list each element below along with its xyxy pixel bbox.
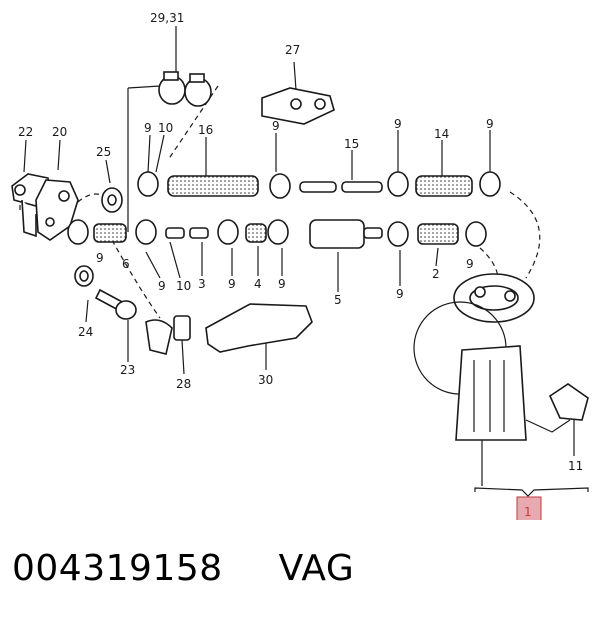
callout-28: 28 (176, 377, 191, 391)
callout-labels: 29,31 27 22 20 9 10 16 25 9 15 9 14 9 9 … (18, 11, 583, 520)
parts-diagram: 29,31 27 22 20 9 10 16 25 9 15 9 14 9 9 … (11, 11, 589, 520)
callout-25: 25 (96, 145, 111, 159)
lower-hose-row (67, 219, 487, 249)
brand-name: VAG (278, 548, 355, 589)
callout-9: 9 (272, 119, 280, 133)
small-hardware (74, 265, 313, 355)
callout-16: 16 (198, 123, 213, 137)
callout-9: 9 (466, 257, 474, 271)
callout-9: 9 (486, 117, 494, 131)
callout-9: 9 (228, 277, 236, 291)
callout-9: 9 (278, 277, 286, 291)
callout-20: 20 (52, 125, 67, 139)
callout-1: 1 (524, 505, 532, 519)
holder-27 (261, 87, 335, 125)
callout-11: 11 (568, 459, 583, 473)
callout-27: 27 (285, 43, 300, 57)
callout-4: 4 (254, 277, 262, 291)
callout-24: 24 (78, 325, 93, 339)
callout-9: 9 (158, 279, 166, 293)
callout-23: 23 (120, 363, 135, 377)
callout-6: 6 (122, 257, 130, 271)
callout-3: 3 (198, 277, 206, 291)
callout-9: 9 (144, 121, 152, 135)
callout-9: 9 (96, 251, 104, 265)
callout-10: 10 (158, 121, 173, 135)
callout-10: 10 (176, 279, 191, 293)
highlight-box (516, 496, 542, 520)
callout-14: 14 (434, 127, 449, 141)
callout-15: 15 (344, 137, 359, 151)
part-number: 004319158 (12, 548, 223, 589)
bushing-25 (101, 187, 123, 213)
caption: 004319158 VAG (12, 548, 354, 589)
callout-9: 9 (396, 287, 404, 301)
callout-5: 5 (334, 293, 342, 307)
bracket-22-20 (11, 173, 79, 241)
leader-lines (23, 26, 589, 497)
fuel-pump-unit-1 (413, 273, 589, 441)
upper-hose-row (137, 171, 501, 199)
callout-9: 9 (394, 117, 402, 131)
callout-22: 22 (18, 125, 33, 139)
callout-2: 2 (432, 267, 440, 281)
callout-30: 30 (258, 373, 273, 387)
clamp-29-31 (158, 71, 212, 107)
callout-29-31: 29,31 (150, 11, 184, 25)
